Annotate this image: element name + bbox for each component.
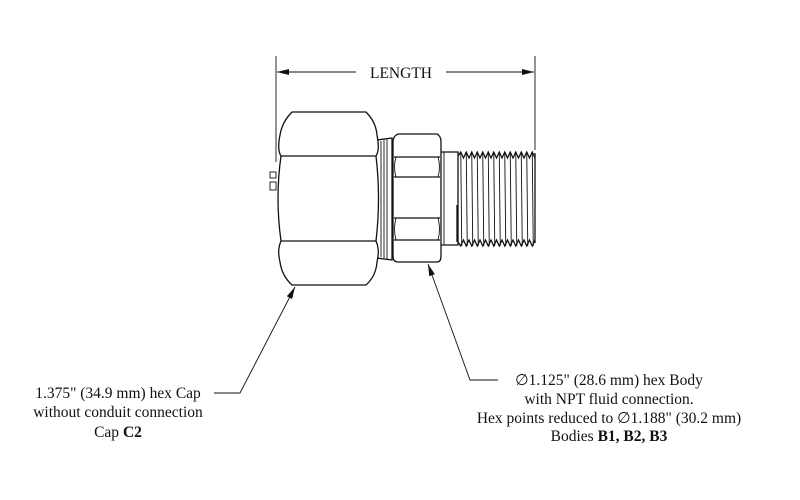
hex-body — [392, 133, 442, 263]
hex-cap — [269, 111, 380, 286]
body-callout: ∅1.125" (28.6 mm) hex Body with NPT flui… — [477, 372, 741, 445]
thread-crest — [487, 151, 490, 247]
thread-crest — [476, 151, 479, 247]
thread-crest — [531, 151, 534, 247]
thread-crest — [471, 151, 474, 247]
thread-crest — [526, 151, 529, 247]
cap-callout-line3: Cap C2 — [94, 424, 142, 441]
body-neck — [441, 151, 459, 246]
body-callout-line3: Hex points reduced to ∅1.188" (30.2 mm) — [477, 410, 741, 427]
cap-callout-line2: without conduit connection — [33, 404, 203, 421]
npt-thread — [457, 150, 536, 248]
length-dimension: LENGTH — [275, 56, 536, 162]
cap-callout: 1.375" (34.9 mm) hex Cap without conduit… — [33, 385, 203, 441]
cap-callout-line1: 1.375" (34.9 mm) hex Cap — [35, 385, 201, 402]
body-callout-line2: with NPT fluid connection. — [524, 391, 693, 408]
thread-crest — [460, 151, 463, 247]
body-leader — [427, 263, 498, 381]
cap-leader — [214, 286, 296, 394]
thread-profile — [457, 238, 536, 248]
thread-crest — [482, 151, 485, 247]
body-callout-line1: ∅1.125" (28.6 mm) hex Body — [515, 372, 703, 389]
body-callout-line4: Bodies B1, B2, B3 — [551, 428, 668, 445]
thread-crest — [509, 151, 512, 247]
thread-crest — [498, 151, 501, 247]
length-label: LENGTH — [370, 65, 432, 82]
thread-crest — [520, 151, 523, 247]
cap-thread — [376, 137, 393, 261]
thread-profile — [457, 150, 536, 160]
thread-crest — [465, 151, 468, 247]
thread-crest — [493, 151, 496, 247]
thread-crest — [515, 151, 518, 247]
thread-crest — [504, 151, 507, 247]
